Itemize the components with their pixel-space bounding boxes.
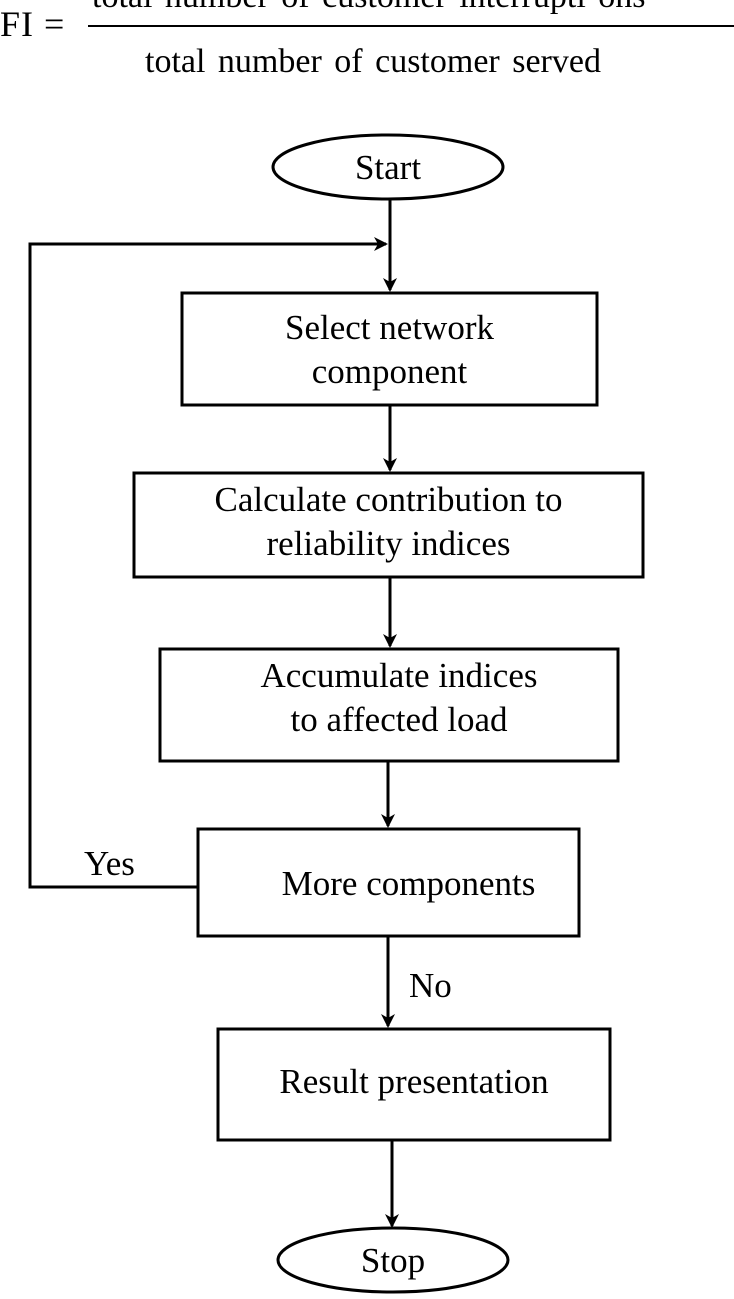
select-network-component-line-1: Select network: [285, 308, 494, 347]
calculate-contribution-line-1: Calculate contribution to: [214, 480, 563, 519]
start-label: Start: [354, 148, 422, 187]
stop-terminal: [276, 1226, 510, 1294]
accumulate-indices-line-1: Accumulate indices: [260, 656, 538, 695]
calculate-contribution-line-2: reliability indices: [266, 524, 511, 563]
stop-label: Stop: [360, 1241, 426, 1280]
formula-denominator: total number of customer served: [145, 43, 601, 80]
result-presentation-label: Result presentation: [218, 1060, 610, 1104]
more-components-box: [196, 827, 581, 938]
no-label: No: [409, 966, 452, 1005]
result-presentation-text: Result presentation: [279, 1062, 549, 1101]
calculate-contribution-box: [132, 471, 645, 579]
select-network-component-line-2: component: [311, 352, 468, 391]
accumulate-indices-line-2: to affected load: [290, 700, 508, 739]
accumulate-indices-label: Accumulate indices to affected load: [160, 654, 638, 742]
select-network-component-box: [180, 291, 599, 407]
accumulate-indices-box: [158, 647, 620, 763]
formula-numerator: total number of customer interrupti ons: [92, 0, 646, 14]
more-components-text: More components: [281, 864, 536, 903]
yes-loop-line: [28, 242, 300, 889]
result-presentation-box: [216, 1027, 612, 1142]
yes-label: Yes: [84, 844, 135, 883]
select-network-component-label: Select network component: [182, 306, 597, 394]
more-components-label: More components: [218, 862, 599, 906]
formula-lhs: FI =: [0, 4, 66, 44]
calculate-contribution-label: Calculate contribution to reliability in…: [134, 478, 643, 566]
start-terminal: [271, 133, 505, 201]
